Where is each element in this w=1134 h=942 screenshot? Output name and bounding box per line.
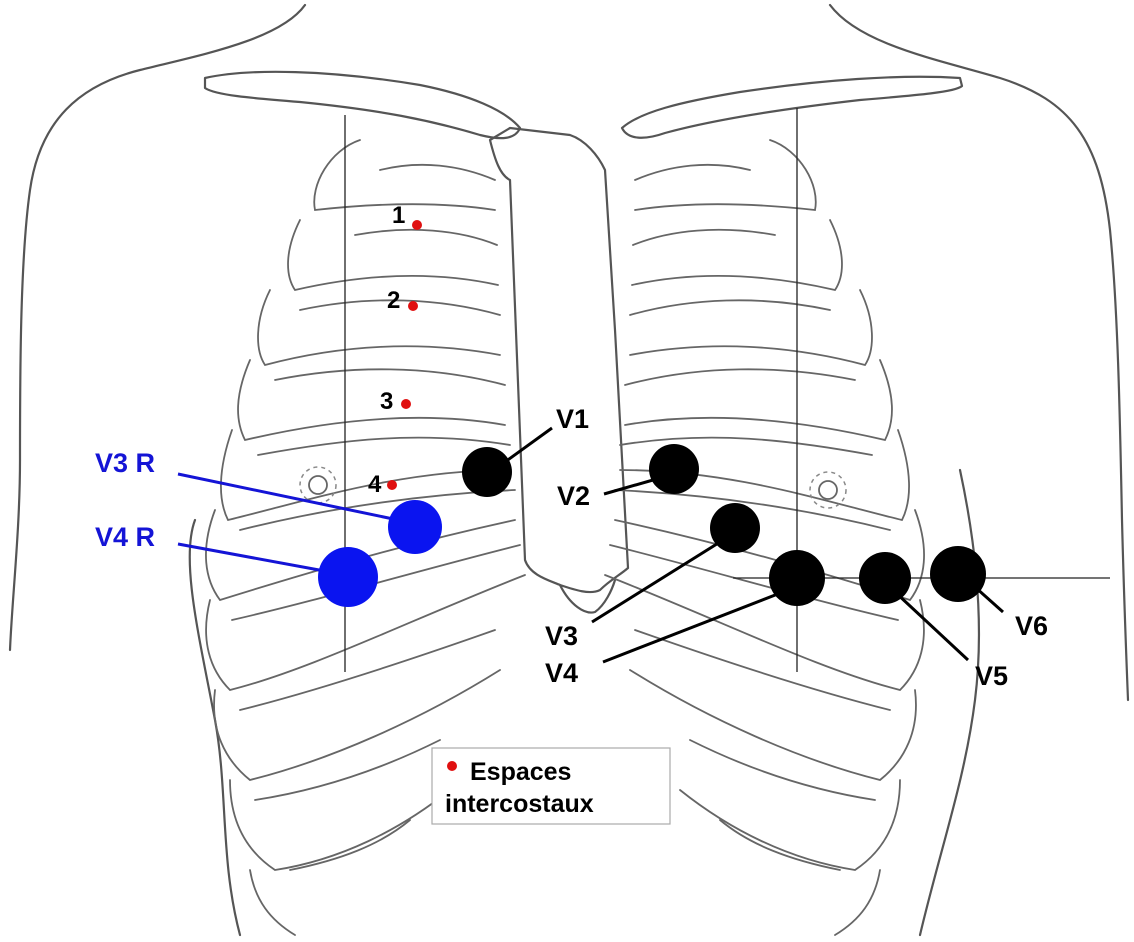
label-v4r: V4 R: [95, 522, 155, 552]
intercostal-number-3: 3: [380, 388, 393, 415]
intercostal-marker-1: [412, 220, 422, 230]
label-v3r: V3 R: [95, 448, 155, 478]
nipple-left: [810, 472, 846, 508]
sternum: [490, 128, 628, 613]
electrode-v1: [462, 447, 512, 497]
intercostal-marker-3: [401, 399, 411, 409]
legend: Espaces intercostaux: [432, 748, 670, 824]
intercostal-number-4: 4: [368, 471, 382, 498]
v1-leader: [505, 428, 552, 462]
electrode-v6: [930, 546, 986, 602]
label-v3: V3: [545, 621, 578, 651]
electrode-v5: [859, 552, 911, 604]
label-v6: V6: [1015, 611, 1048, 641]
intercostal-marker-2: [408, 301, 418, 311]
legend-marker: [447, 761, 457, 771]
right-sided-leads: V3 R V4 R: [95, 448, 442, 607]
v3r-leader: [178, 474, 398, 520]
intercostal-markers: 1 2 3 4: [368, 202, 422, 498]
intercostal-number-1: 1: [392, 202, 405, 229]
electrode-v3r: [388, 500, 442, 554]
clavicles: [205, 72, 962, 138]
precordial-leads: V1 V2 V3 V4 V5 V6: [462, 404, 1048, 691]
electrode-v4: [769, 550, 825, 606]
v4r-leader: [178, 544, 330, 572]
label-v5: V5: [975, 661, 1008, 691]
electrode-v2: [649, 444, 699, 494]
intercostal-marker-4: [387, 480, 397, 490]
intercostal-number-2: 2: [387, 287, 400, 314]
electrode-v4r: [318, 547, 378, 607]
label-v4: V4: [545, 658, 578, 688]
v5-leader: [895, 592, 968, 660]
legend-line-1: Espaces: [470, 758, 571, 786]
label-v2: V2: [557, 481, 590, 511]
electrode-v3: [710, 503, 760, 553]
label-v1: V1: [556, 404, 589, 434]
legend-line-2: intercostaux: [445, 790, 594, 818]
